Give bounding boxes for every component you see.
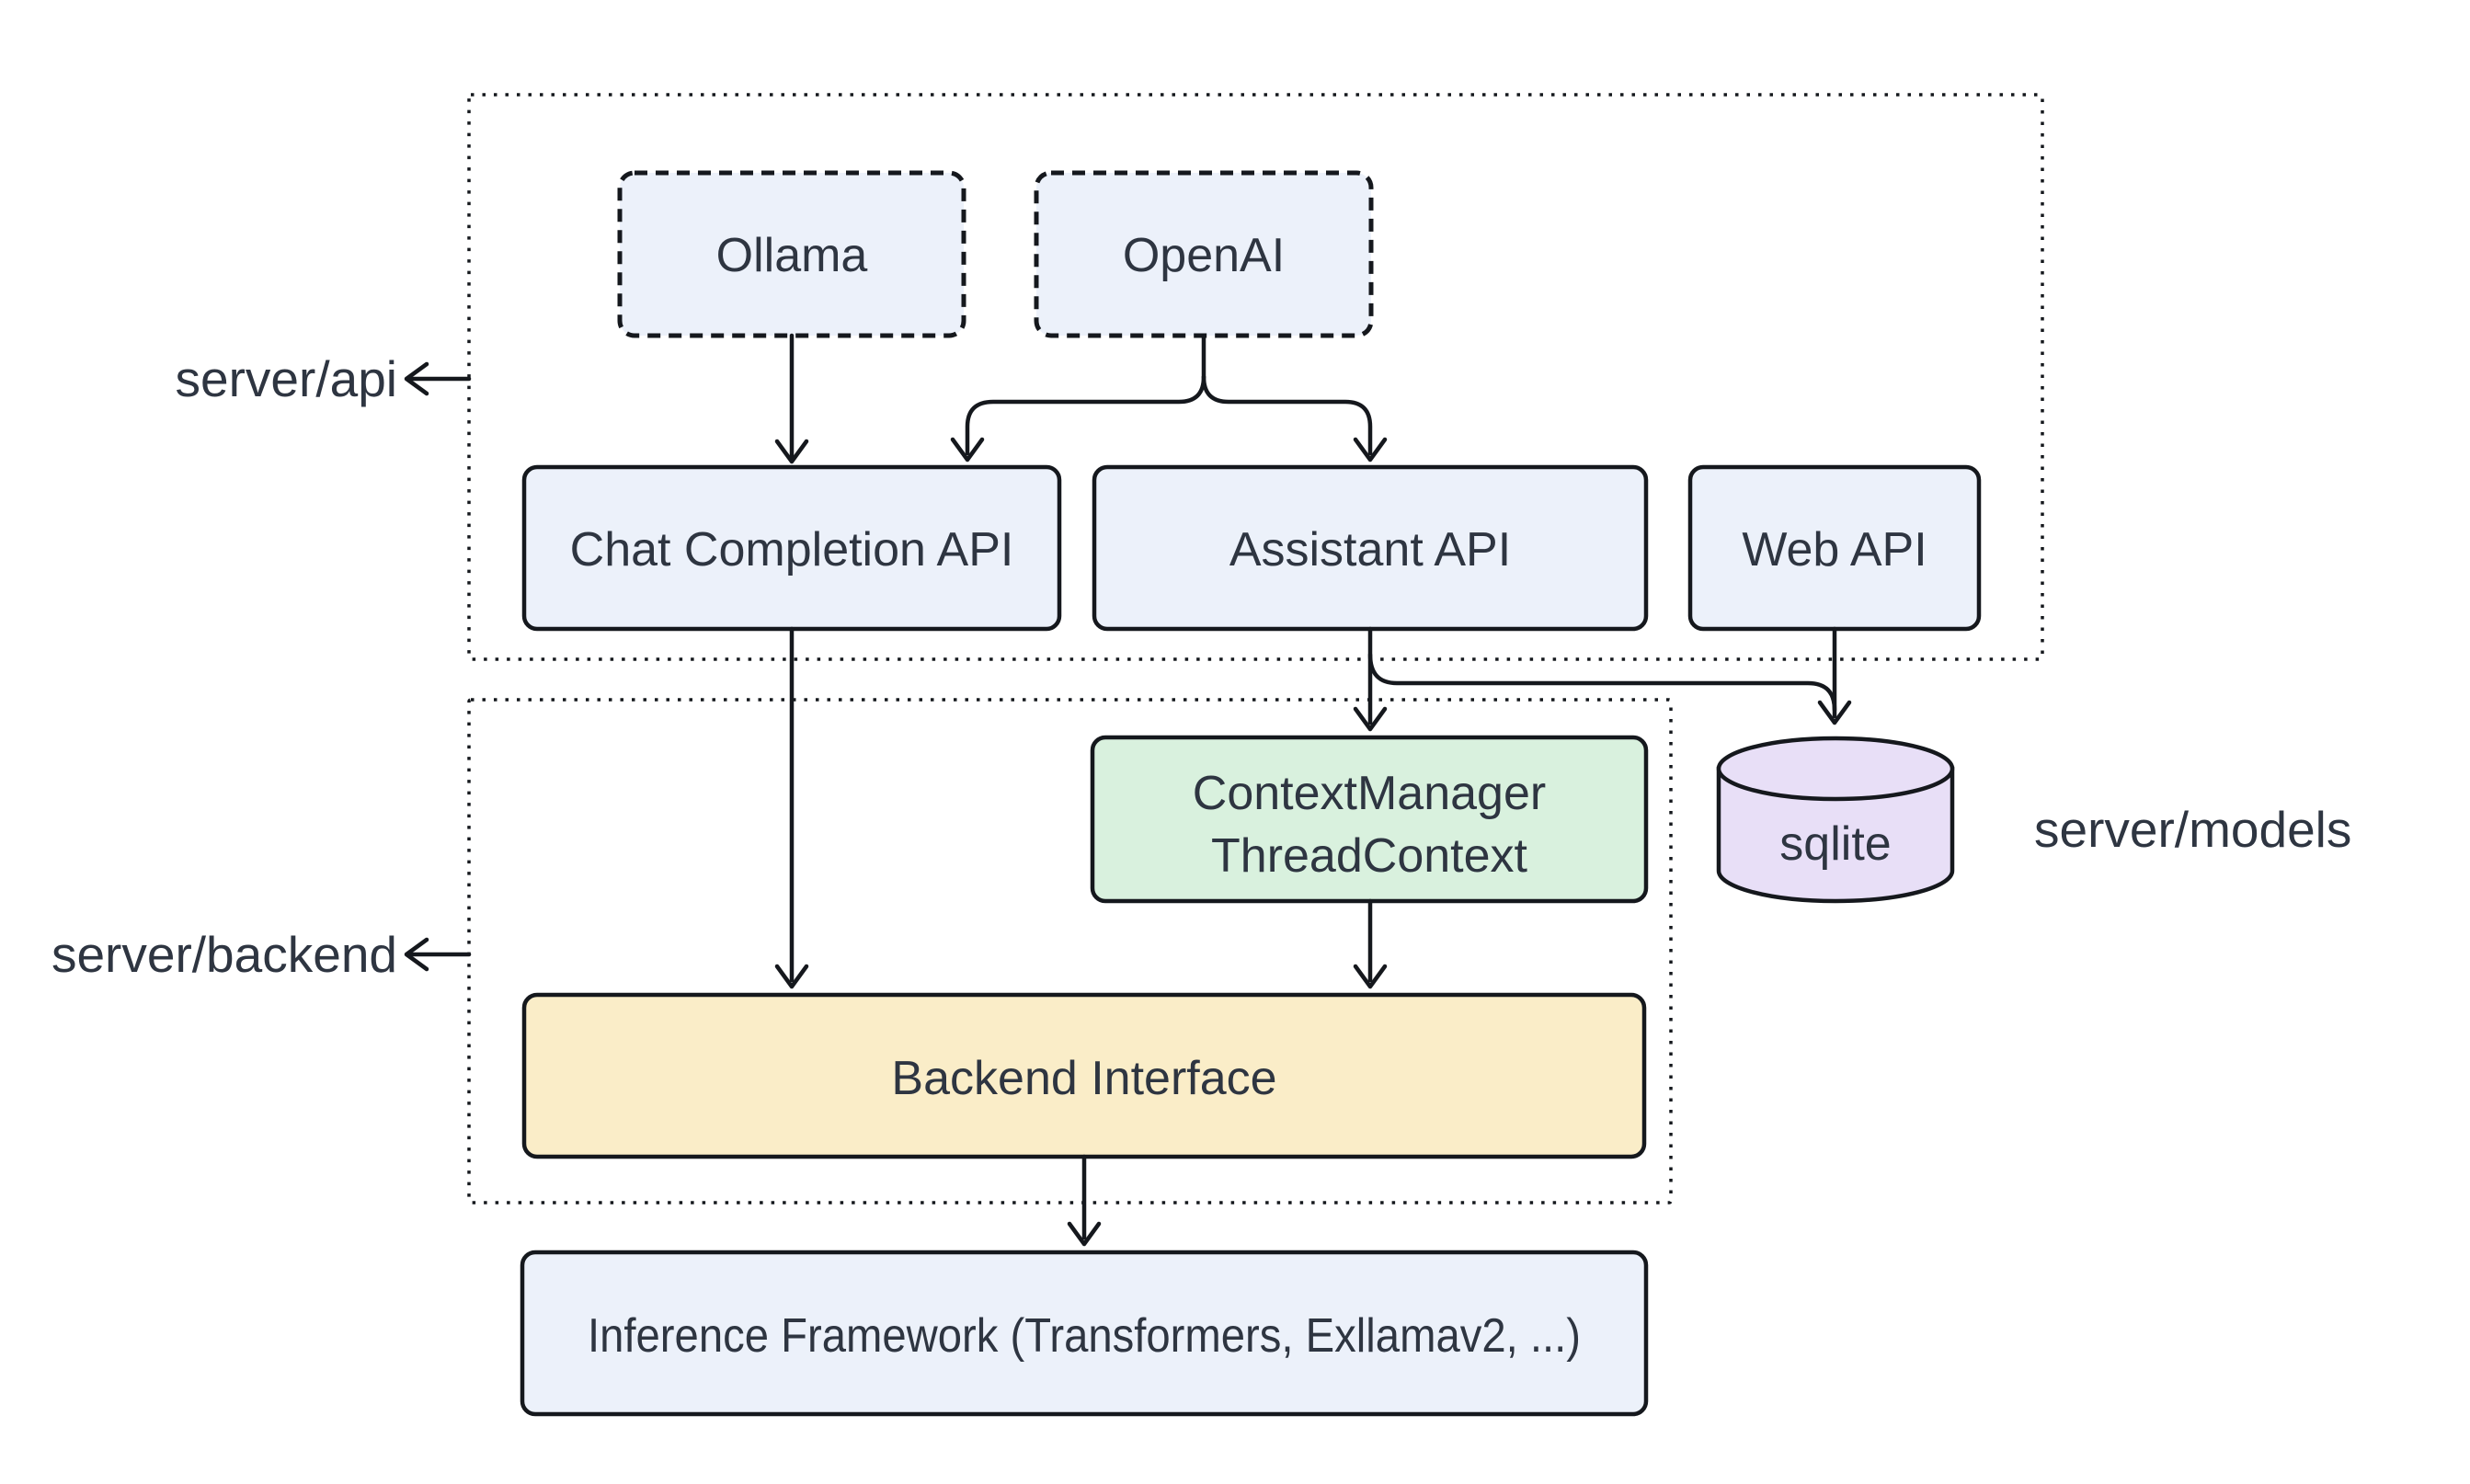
server-api-container [467, 93, 2044, 661]
node-context-manager-label-line1: ContextManager [1193, 767, 1546, 820]
arrowhead-context-backend [1353, 964, 1388, 989]
node-assistant-api-label: Assistant API [1229, 523, 1511, 576]
arrowhead-chat-backend [774, 964, 809, 989]
arrowhead-openai-assistant [1353, 437, 1388, 462]
node-sqlite-cylinder [1716, 736, 1955, 904]
node-ollama-label: Ollama [716, 229, 868, 282]
server-backend-label: server/backend [51, 926, 397, 983]
node-sqlite-label: sqlite [1779, 817, 1891, 871]
arrowhead-backend-inference [1067, 1221, 1102, 1247]
node-openai-label: OpenAI [1123, 229, 1285, 282]
arrowhead-openai-chat [950, 437, 985, 462]
arrowhead-server-api-label [404, 361, 429, 396]
sqlite-cylinder-body [1716, 766, 1955, 904]
node-inference-framework [520, 1250, 1649, 1417]
edges [404, 333, 1852, 1247]
arrowhead-webapi-sqlite [1817, 700, 1852, 725]
server-models-label: server/models [2034, 801, 2351, 858]
edge-openai-assistant [1201, 374, 1373, 456]
arrowhead-assistant-context [1353, 706, 1388, 732]
edge-assistant-sqlite [1367, 652, 1837, 713]
arrowhead-server-backend-label [404, 937, 429, 972]
node-context-manager-label-line2: ThreadContext [1211, 829, 1528, 883]
node-chat-completion-api-label: Chat Completion API [570, 523, 1014, 576]
server-api-label: server/api [176, 350, 397, 407]
server-backend-container [467, 698, 1673, 1204]
node-ollama [617, 170, 966, 338]
node-inference-framework-label: Inference Framework (Transformers, Exlla… [588, 1309, 1581, 1363]
node-backend-interface-label: Backend Interface [891, 1052, 1276, 1105]
sqlite-cylinder-top [1716, 736, 1955, 802]
arrowhead-ollama-chat [774, 439, 809, 464]
edge-openai-chat [965, 374, 1206, 456]
node-web-api-label: Web API [1742, 523, 1927, 576]
